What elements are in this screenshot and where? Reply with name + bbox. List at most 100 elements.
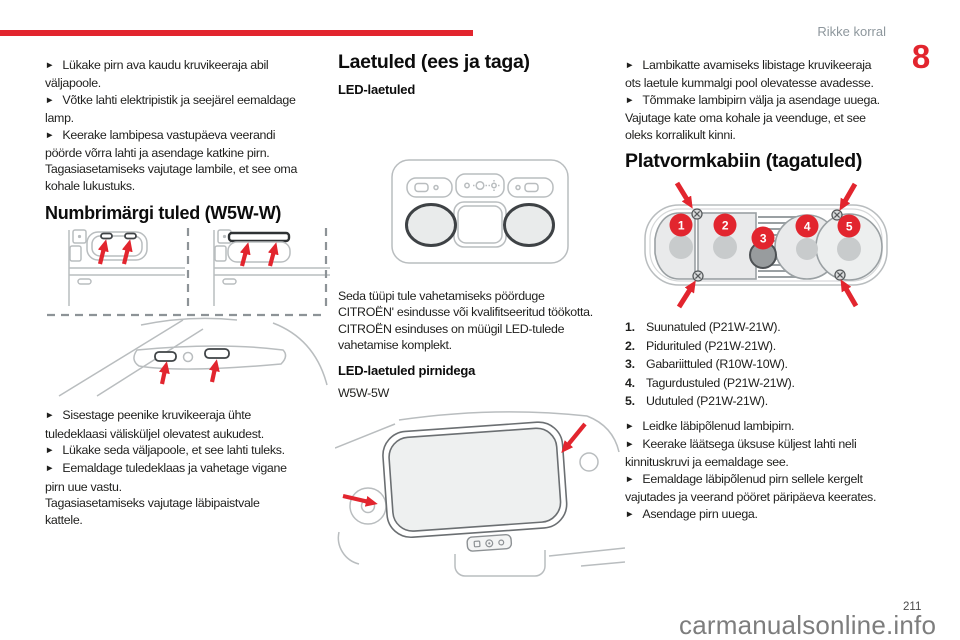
- triangle-bullet-icon: ►: [45, 445, 55, 457]
- triangle-bullet-icon: ►: [625, 508, 635, 520]
- chapter-accent-bar: [0, 30, 473, 36]
- section-heading-courtesy-lamps: Laetuled (ees ja taga): [338, 51, 530, 73]
- led-ceiling-lamp-figure: [390, 155, 622, 271]
- red-arrow-icon: [121, 239, 133, 265]
- callout-5: [837, 214, 861, 238]
- screw-icon: [831, 209, 843, 221]
- triangle-bullet-icon: ►: [45, 129, 55, 141]
- chapter-number: 8: [911, 38, 931, 75]
- svg-text:4: 4: [804, 219, 811, 233]
- instruction-bullet: ►Võtke lahti elektripistik ja seejärel e…: [45, 92, 333, 127]
- red-arrow-icon: [97, 239, 109, 265]
- red-arrow-icon: [158, 361, 170, 385]
- red-arrow-icon: [208, 359, 220, 383]
- list-item: 2.Pidurituled (P21W-21W).: [625, 338, 776, 353]
- page-number: 211: [903, 601, 922, 613]
- instruction-bullet: ►Lambikatte avamiseks libistage kruvikee…: [625, 58, 874, 91]
- list-item: 5.Udutuled (P21W-21W).: [625, 394, 768, 409]
- list-item: 4.Tagurdustuled (P21W-21W).: [625, 375, 795, 390]
- red-arrow-icon: [840, 279, 859, 308]
- subheading-led-lamps: LED-laetuled: [338, 82, 416, 97]
- red-arrow-icon: [839, 182, 858, 211]
- triangle-bullet-icon: ►: [45, 60, 55, 71]
- instruction-text: Võtke lahti elektripistik ja seejärel ee…: [45, 92, 296, 126]
- svg-text:3: 3: [760, 231, 767, 245]
- subheading-bulb-lamps: LED-laetuled pirnidega: [338, 362, 476, 378]
- instruction-text: Lükake pirn ava kaudu kruvikeeraja abil …: [45, 58, 269, 91]
- instruction-text: Keerake lambipesa vastupäeva veerandi pö…: [45, 127, 276, 161]
- off-icon: [464, 182, 470, 189]
- license-plate-lights-figure: [45, 228, 333, 400]
- triangle-bullet-icon: ►: [45, 463, 55, 475]
- off-icon: [498, 539, 505, 546]
- triangle-bullet-icon: ►: [625, 420, 635, 432]
- lamp-icon: [485, 539, 494, 548]
- column-right: ►Lambikatte avamiseks libistage kruvikee…: [625, 57, 907, 524]
- led-spot: [503, 203, 555, 247]
- instruction-bullet: ►Tõmmake lambipirn välja ja asendage uue…: [625, 92, 880, 107]
- instruction-bullet: ►Lükake seda väljapoole, et see lahti tu…: [45, 443, 285, 458]
- sun-icon: [491, 182, 497, 189]
- triangle-bullet-icon: ►: [625, 438, 635, 450]
- running-header: Rikke korral: [817, 24, 886, 39]
- lamp-strip: [227, 232, 291, 243]
- instruction-bullet: ►Eemaldage läbipõlenud pirn sellele kerg…: [625, 471, 877, 505]
- paragraph-led-replacement: Seda tüüpi tule vahetamiseks pöörduge CI…: [338, 289, 593, 353]
- lamp-lens: [124, 232, 137, 240]
- triangle-bullet-icon: ►: [45, 410, 55, 422]
- red-arrow-icon: [267, 242, 279, 267]
- instruction-note: Vajutage kate oma kohale ja veenduge, et…: [625, 111, 866, 142]
- bulb: [669, 235, 693, 260]
- svg-text:2: 2: [722, 218, 729, 232]
- instruction-note: Tagasiasetamiseks vajutage läbipaistvale…: [45, 496, 260, 527]
- column-middle: Laetuled (ees ja taga) LED-laetuled: [334, 51, 626, 592]
- triangle-bullet-icon: ►: [45, 94, 55, 106]
- instruction-bullet: ►Sisestage peenike kruvikeeraja ühte tul…: [45, 408, 264, 441]
- callout-3: [751, 226, 775, 250]
- svg-text:1: 1: [678, 218, 685, 232]
- section-heading-platform-cab: Platvormkabiin (tagatuled): [625, 150, 863, 173]
- red-arrow-icon: [676, 280, 696, 309]
- switch-icon: [524, 182, 539, 193]
- instruction-bullet: ►Keerake lambipesa vastupäeva veerandi p…: [45, 127, 333, 162]
- red-arrow-icon: [342, 493, 378, 507]
- instruction-bullet: ►Lükake pirn ava kaudu kruvikeeraja abil…: [45, 57, 333, 92]
- bulb-legend-list: 1.Suunatuled (P21W-21W). 2.Pidurituled (…: [625, 318, 907, 411]
- list-item: 3.Gabariittuled (R10W-10W).: [625, 357, 788, 372]
- screw-icon: [691, 208, 703, 220]
- bulb: [796, 238, 818, 261]
- lamp-lens: [100, 232, 113, 240]
- triangle-bullet-icon: ►: [625, 473, 635, 485]
- triangle-bullet-icon: ►: [625, 94, 635, 106]
- red-arrow-icon: [561, 422, 587, 453]
- lamp-lens: [388, 427, 562, 532]
- dome-lamp-figure: [334, 404, 626, 592]
- lamp-icon: [475, 180, 485, 191]
- column-left: ►Lükake pirn ava kaudu kruvikeeraja abil…: [45, 57, 333, 528]
- rear-lamp-cluster-figure: 1 2 3 4 5: [641, 179, 907, 311]
- lamp-lens: [204, 348, 230, 360]
- instruction-bullet: ►Leidke läbipõlenud lambipirn.: [625, 418, 795, 433]
- instruction-note: Tagasiasetamiseks vajutage lambile, et s…: [45, 162, 298, 193]
- instruction-bullet: ►Eemaldage tuledeklaas ja vahetage vigan…: [45, 461, 287, 494]
- svg-text:5: 5: [846, 219, 853, 233]
- instruction-bullet: ►Asendage pirn uuega.: [625, 506, 758, 521]
- instruction-bullet: ►Keerake läätsega üksuse küljest lahti n…: [625, 436, 857, 470]
- callout-1: [669, 213, 693, 237]
- screw-icon: [692, 270, 704, 282]
- bulb-type-code: W5W-5W: [338, 385, 389, 400]
- lamp-lens: [154, 351, 177, 363]
- switch-icon: [414, 182, 429, 193]
- list-item: 1.Suunatuled (P21W-21W).: [625, 320, 781, 335]
- led-spot: [405, 203, 457, 247]
- red-arrow-icon: [674, 181, 693, 209]
- callout-2: [713, 213, 737, 237]
- bulb: [837, 237, 861, 262]
- watermark: carmanualsonline.info: [679, 610, 937, 640]
- callout-4: [795, 214, 819, 238]
- section-heading-numberplate: Numbrimärgi tuled (W5W-W): [45, 203, 282, 224]
- bulb: [713, 235, 737, 260]
- screw-icon: [834, 269, 846, 281]
- lock-icon: [473, 540, 481, 548]
